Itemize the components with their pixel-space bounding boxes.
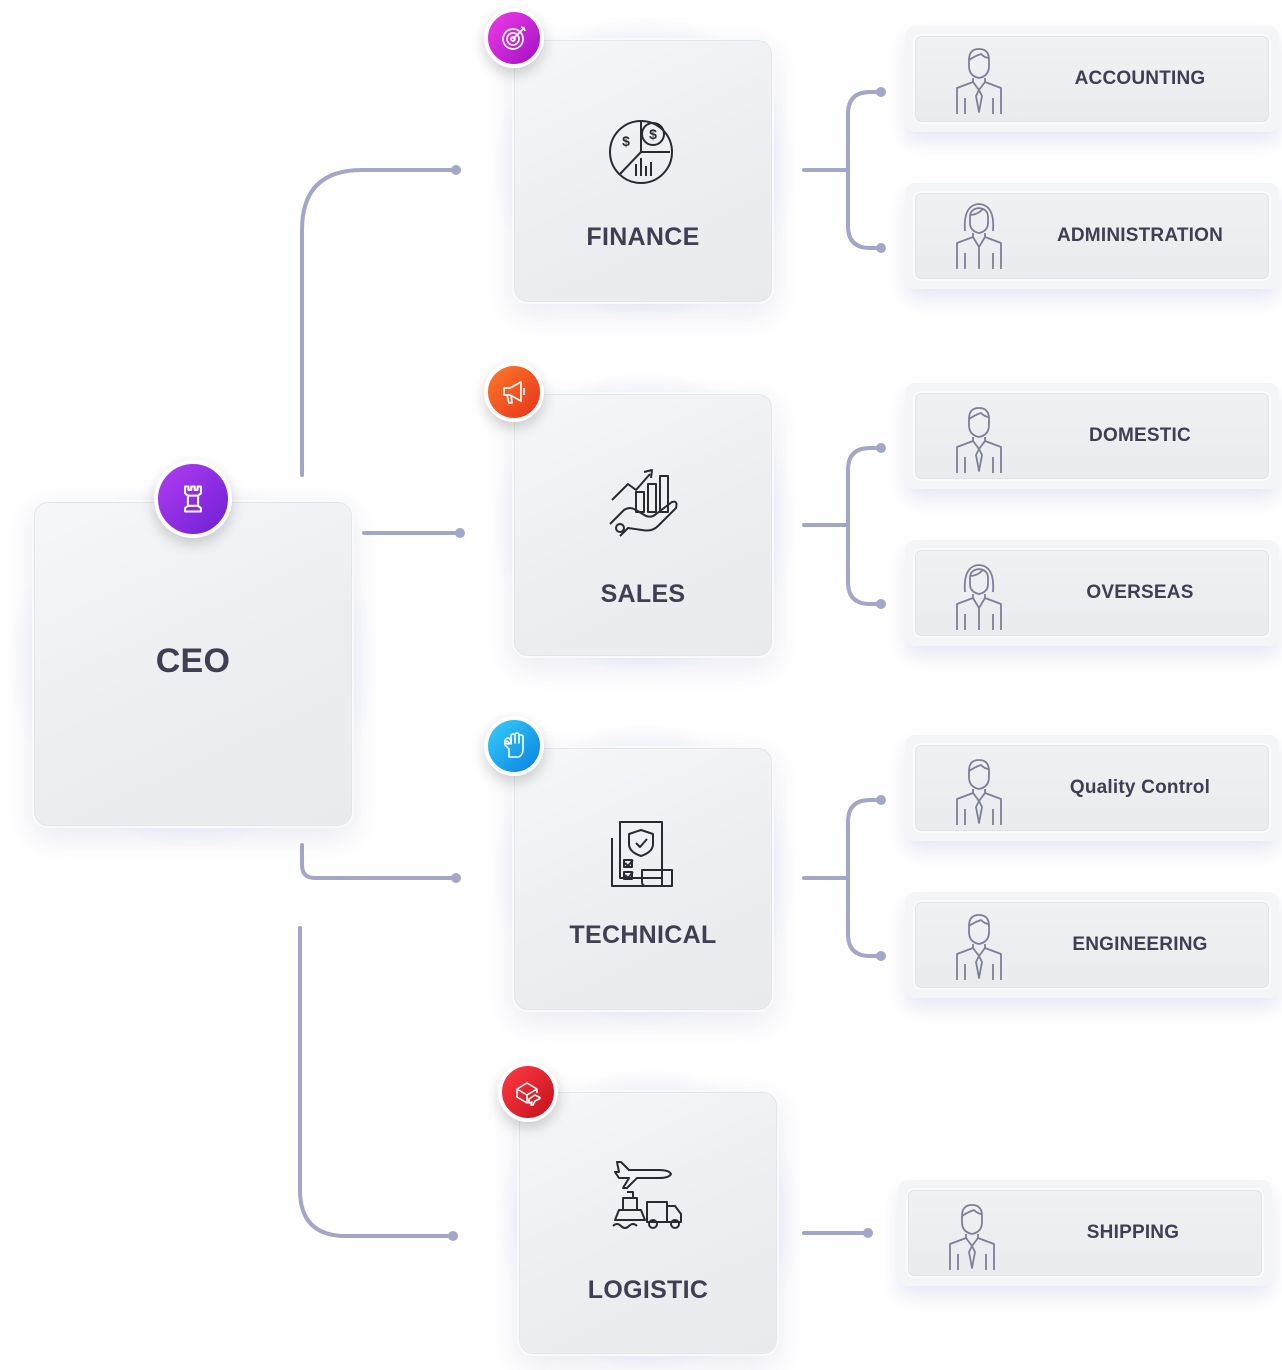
unit-card-overseas[interactable]: OVERSEAS xyxy=(905,540,1279,646)
unit-label-quality-control: Quality Control xyxy=(1069,777,1211,798)
sales-growth-icon xyxy=(609,469,678,537)
unit-label-accounting: ACCOUNTING xyxy=(1074,68,1206,89)
unit-label-administration: ADMINISTRATION xyxy=(1056,225,1224,246)
department-title-finance: FINANCE xyxy=(586,223,700,251)
unit-card-accounting[interactable]: ACCOUNTING xyxy=(905,26,1279,132)
unit-label-engineering: ENGINEERING xyxy=(1072,934,1208,955)
male-person-icon xyxy=(956,759,1002,825)
connector-ceo-logistic xyxy=(298,926,454,1238)
svg-text:$: $ xyxy=(649,126,657,142)
department-card-logistic[interactable]: LOGISTIC xyxy=(517,1090,779,1356)
department-title-technical: TECHNICAL xyxy=(569,921,717,949)
hand-gesture-icon xyxy=(484,716,544,776)
connector-technical-units xyxy=(802,798,882,958)
unit-label-overseas: OVERSEAS xyxy=(1086,582,1194,603)
connector-sales-units xyxy=(802,446,882,606)
department-card-sales[interactable]: SALES xyxy=(512,392,774,658)
ceo-card[interactable]: CEO xyxy=(32,500,354,828)
department-card-technical[interactable]: TECHNICAL xyxy=(512,746,774,1012)
unit-card-engineering[interactable]: ENGINEERING xyxy=(905,892,1279,998)
unit-label-domestic: DOMESTIC xyxy=(1089,425,1191,446)
ceo-title: CEO xyxy=(155,642,231,680)
unit-card-quality-control[interactable]: Quality Control xyxy=(905,735,1279,841)
connector-finance-units xyxy=(802,90,882,250)
unit-card-shipping[interactable]: SHIPPING xyxy=(898,1180,1272,1286)
department-card-finance[interactable]: $ $ FINANCE xyxy=(512,38,774,304)
male-person-icon xyxy=(956,48,1002,114)
logistic-transport-icon xyxy=(612,1161,682,1229)
male-person-icon xyxy=(956,914,1002,980)
connector-ceo-technical xyxy=(300,843,457,880)
svg-text:$: $ xyxy=(622,133,630,149)
unit-card-administration[interactable]: ADMINISTRATION xyxy=(905,183,1279,289)
chess-rook-icon xyxy=(154,460,232,538)
department-title-sales: SALES xyxy=(600,580,686,608)
megaphone-icon xyxy=(484,362,544,422)
male-person-icon xyxy=(949,1204,995,1270)
connector-ceo-finance xyxy=(300,168,457,477)
male-person-icon xyxy=(956,407,1002,473)
technical-document-icon xyxy=(611,821,673,887)
female-person-icon xyxy=(956,564,1002,630)
finance-chart-icon: $ $ xyxy=(609,120,673,184)
female-person-icon xyxy=(956,203,1002,269)
target-icon xyxy=(484,8,544,68)
department-title-logistic: LOGISTIC xyxy=(587,1276,709,1304)
unit-label-shipping: SHIPPING xyxy=(1086,1222,1180,1243)
package-plane-icon xyxy=(498,1062,558,1122)
unit-card-domestic[interactable]: DOMESTIC xyxy=(905,383,1279,489)
